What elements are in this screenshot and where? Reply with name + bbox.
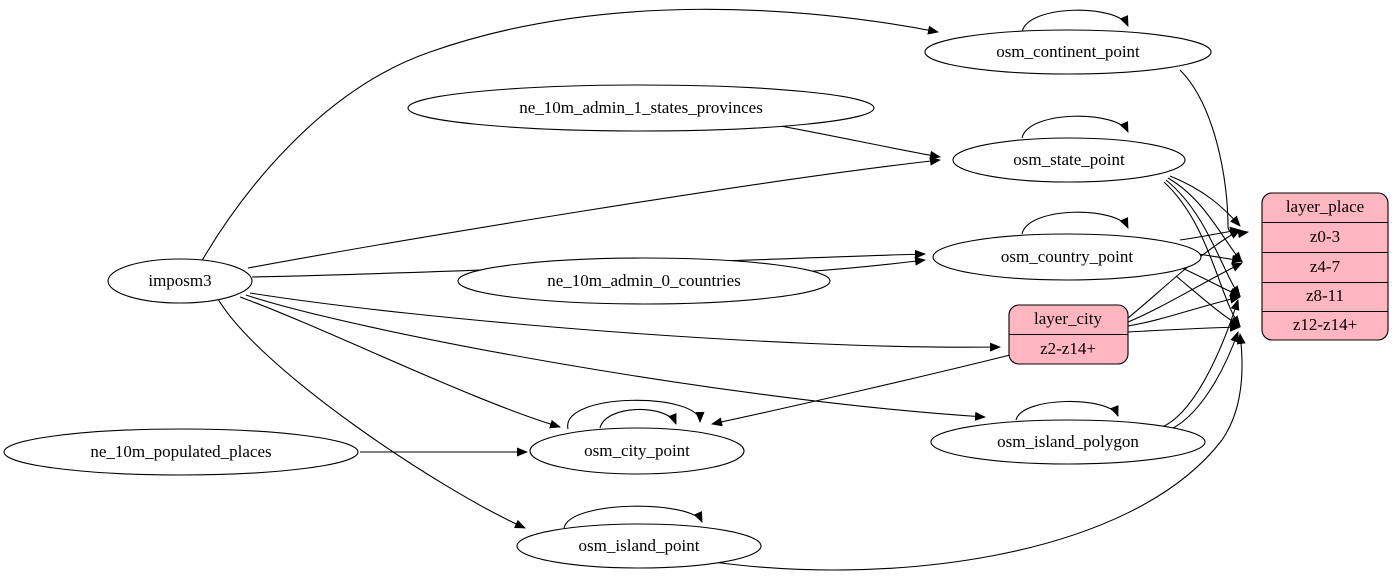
node-ne-10m-admin-0-countries[interactable]: ne_10m_admin_0_countries bbox=[457, 257, 831, 305]
record-layer-place-row-1[interactable]: z4-7 bbox=[1310, 257, 1341, 276]
record-layer-city[interactable]: layer_city z2-z14+ bbox=[1008, 304, 1129, 365]
edge-continent-point-to-place-z0-3 bbox=[1179, 69, 1249, 239]
selfloop-country-point bbox=[1021, 211, 1129, 235]
edge-imposm3-to-layer-city bbox=[249, 292, 1001, 352]
edge-imposm3-to-continent-point bbox=[199, 8, 939, 265]
record-layer-place-row-0[interactable]: z0-3 bbox=[1310, 227, 1340, 246]
node-country-point-label: osm_country_point bbox=[1001, 247, 1133, 266]
record-layer-place[interactable]: layer_place z0-3 z4-7 z8-11 z12-z14+ bbox=[1261, 192, 1389, 341]
selfloop-city-point-inner bbox=[599, 408, 677, 429]
node-imposm3-label: imposm3 bbox=[148, 271, 211, 290]
edge-layer-city-to-city-point bbox=[711, 354, 1011, 427]
edge-country-point-to-place-z12-z14 bbox=[1175, 275, 1241, 327]
node-island-polygon-label: osm_island_polygon bbox=[997, 432, 1139, 451]
node-state-point-label: osm_state_point bbox=[1013, 150, 1125, 169]
node-city-point-label: osm_city_point bbox=[584, 441, 690, 460]
selfloop-island-polygon bbox=[1015, 400, 1119, 421]
edge-country-point-to-place-z8-11 bbox=[1181, 267, 1241, 297]
selfloop-continent-point bbox=[1021, 9, 1129, 33]
edge-layer-city-to-place-z8-11 bbox=[1127, 294, 1241, 327]
edge-state-point-to-place-z8-11 bbox=[1165, 179, 1241, 297]
node-osm-country-point[interactable]: osm_country_point bbox=[932, 233, 1202, 281]
edge-imposm3-to-city-point bbox=[239, 296, 561, 429]
edge-imposm3-to-island-polygon bbox=[245, 294, 986, 421]
node-osm-city-point[interactable]: osm_city_point bbox=[529, 427, 745, 475]
selfloop-city-point-outer bbox=[567, 399, 705, 430]
edge-state-point-to-place-z4-7 bbox=[1167, 177, 1243, 263]
record-layer-city-title: layer_city bbox=[1034, 309, 1102, 328]
node-ne-countries-label: ne_10m_admin_0_countries bbox=[547, 271, 741, 290]
node-continent-point-label: osm_continent_point bbox=[996, 42, 1140, 61]
edge-layer-city-to-place-z0-3 bbox=[1127, 229, 1241, 319]
edge-state-point-to-place-z0-3 bbox=[1169, 175, 1241, 227]
selfloop-state-point bbox=[1021, 115, 1129, 139]
selfloop-island-point bbox=[563, 505, 703, 529]
edge-layer-city-to-place-z4-7 bbox=[1127, 262, 1243, 323]
node-ne-10m-admin-1-states-provinces[interactable]: ne_10m_admin_1_states_provinces bbox=[407, 84, 875, 132]
edge-ne-countries-to-country-point bbox=[799, 256, 926, 273]
node-ne-10m-populated-places[interactable]: ne_10m_populated_places bbox=[3, 428, 359, 476]
node-ne-populated-label: ne_10m_populated_places bbox=[90, 442, 271, 461]
record-layer-city-row-0[interactable]: z2-z14+ bbox=[1040, 339, 1096, 358]
edge-ne-states-to-state-point bbox=[769, 123, 941, 160]
edge-island-polygon-to-place-z12-z14 bbox=[1163, 331, 1239, 433]
edge-layer-city-to-place-z12-z14 bbox=[1127, 322, 1241, 333]
node-osm-continent-point[interactable]: osm_continent_point bbox=[924, 29, 1212, 75]
edge-island-polygon-to-place-z8-11 bbox=[1159, 299, 1240, 429]
node-imposm3[interactable]: imposm3 bbox=[107, 258, 253, 304]
edge-island-point-to-place-z12-z14 bbox=[699, 333, 1246, 571]
node-ne-states-label: ne_10m_admin_1_states_provinces bbox=[519, 98, 763, 117]
node-osm-island-point[interactable]: osm_island_point bbox=[516, 523, 762, 569]
node-osm-state-point[interactable]: osm_state_point bbox=[952, 137, 1186, 183]
record-layer-place-title: layer_place bbox=[1286, 197, 1364, 216]
node-osm-island-polygon[interactable]: osm_island_polygon bbox=[930, 419, 1206, 465]
record-layer-place-row-3[interactable]: z12-z14+ bbox=[1293, 315, 1357, 334]
record-layer-place-row-2[interactable]: z8-11 bbox=[1306, 286, 1344, 305]
edge-layer bbox=[199, 8, 1249, 571]
node-island-point-label: osm_island_point bbox=[579, 536, 700, 555]
edge-imposm3-to-state-point bbox=[247, 156, 941, 269]
edge-imposm3-to-island-point bbox=[217, 298, 526, 529]
